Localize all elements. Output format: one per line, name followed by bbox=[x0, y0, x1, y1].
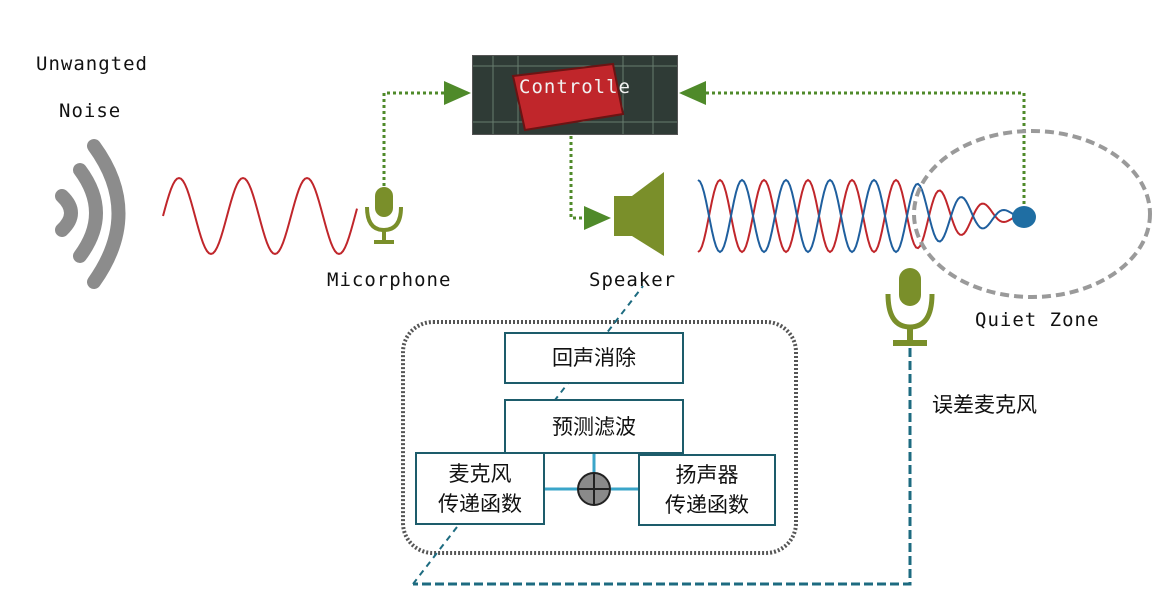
spk-tf-line2: 传递函数 bbox=[665, 493, 749, 517]
speaker-transfer-block: 扬声器 传递函数 bbox=[638, 454, 776, 526]
noise-waveform-superposed bbox=[697, 178, 1017, 254]
quiet-zone-label: Quiet Zone bbox=[975, 309, 1100, 331]
mic-tf-line1: 麦克风 bbox=[448, 461, 512, 486]
reference-signal-path bbox=[382, 81, 471, 186]
speaker-label: Speaker bbox=[589, 269, 677, 291]
speaker-icon bbox=[614, 172, 664, 256]
spk-tf-line1: 扬声器 bbox=[675, 463, 739, 487]
algorithm-container bbox=[401, 320, 798, 555]
echo-cancel-label: 回声消除 bbox=[552, 346, 636, 370]
controller-chip-icon: Controlle bbox=[472, 55, 678, 135]
mic-transfer-block: 麦克风 传递函数 bbox=[415, 452, 545, 525]
echo-cancel-block: 回声消除 bbox=[504, 332, 684, 384]
predict-filter-label: 预测滤波 bbox=[552, 414, 636, 439]
mic-tf-line2: 传递函数 bbox=[438, 491, 522, 516]
quiet-zone-boundary bbox=[912, 129, 1152, 299]
error-mic-label: 误差麦克风 bbox=[932, 393, 1037, 417]
error-feedback-path bbox=[413, 348, 912, 586]
control-output-path bbox=[569, 136, 611, 230]
error-sensor-point bbox=[1012, 206, 1036, 228]
anti-noise-waveform bbox=[697, 178, 1017, 254]
microphone-icon bbox=[365, 187, 403, 244]
noise-label: Noise bbox=[59, 100, 122, 122]
sound-waves-icon bbox=[55, 139, 126, 289]
error-microphone-icon bbox=[885, 268, 935, 346]
summing-junction-icon bbox=[577, 472, 611, 506]
predict-filter-block: 预测滤波 bbox=[504, 399, 684, 454]
noise-waveform bbox=[162, 176, 358, 256]
controller-label: Controlle bbox=[519, 76, 631, 98]
microphone-label: Micorphone bbox=[327, 269, 452, 291]
unwanted-label: Unwangted bbox=[36, 53, 148, 75]
error-signal-path bbox=[679, 81, 1026, 210]
